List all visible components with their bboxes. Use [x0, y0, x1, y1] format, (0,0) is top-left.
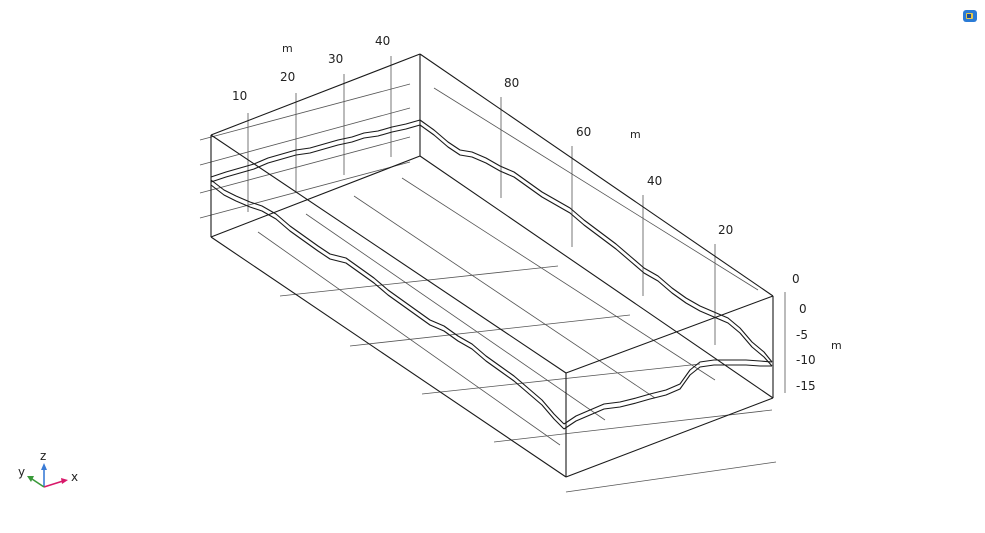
box-edge	[210, 134, 567, 374]
y-grid-lines	[257, 87, 759, 446]
box-edge	[210, 155, 421, 238]
triad-y-axis	[31, 478, 45, 488]
z-tick-label: -5	[796, 328, 808, 342]
x-axis-ticks: 10 20 30 40 m	[232, 34, 390, 103]
grid-line	[353, 195, 656, 399]
x-tick-label: 30	[328, 52, 343, 66]
grid-line	[349, 314, 631, 347]
grid-line	[421, 363, 701, 395]
domain-box	[210, 53, 774, 478]
grid-line	[199, 83, 411, 141]
y-axis-ticks: 80 60 40 20 m	[504, 76, 733, 237]
box-edge	[419, 155, 774, 399]
triad-y-arrowhead	[27, 476, 34, 482]
grid-line	[401, 177, 716, 381]
grid-line	[199, 161, 411, 219]
x-tick-label: 20	[280, 70, 295, 84]
profile-back-right-lower	[419, 124, 773, 367]
z-tick-label: -15	[796, 379, 816, 393]
box-edge	[210, 236, 567, 478]
y-tick-label: 40	[647, 174, 662, 188]
grid-line	[493, 409, 773, 443]
y-tick-label: 20	[718, 223, 733, 237]
axis-triad: z x y	[18, 449, 78, 488]
box-edge	[565, 295, 774, 374]
x-tick-label: 40	[375, 34, 390, 48]
box-edge	[419, 53, 774, 297]
triad-y-label: y	[18, 465, 25, 479]
triad-x-axis	[43, 480, 64, 488]
triad-z-arrowhead	[41, 463, 47, 470]
grid-line	[257, 231, 561, 446]
z-tick-label: -10	[796, 353, 816, 367]
x-grid-lines	[199, 83, 777, 493]
profile-front-left-upper	[210, 179, 565, 425]
z-unit-label: m	[831, 339, 842, 352]
y-tick-label: 80	[504, 76, 519, 90]
profile-back-left-lower	[210, 124, 421, 183]
profile-front-right-upper	[563, 359, 773, 425]
profile-back-right-upper	[419, 119, 773, 363]
camera-view-icon[interactable]	[962, 8, 978, 22]
grid-line	[565, 461, 777, 493]
box-edge	[210, 53, 421, 136]
grid-line	[279, 265, 559, 297]
triad-z-label: z	[40, 449, 46, 463]
grid-line	[305, 213, 606, 421]
tick-posts	[247, 56, 786, 393]
y-unit-label: m	[630, 128, 641, 141]
x-tick-label: 10	[232, 89, 247, 103]
grid-line	[199, 136, 411, 194]
profile-front-left-lower	[210, 184, 565, 430]
camera-view-icon-graphic	[963, 10, 977, 22]
box-edge	[565, 397, 774, 478]
z-axis-ticks: 0 0 -5 -10 -15 m	[792, 272, 842, 393]
x-unit-label: m	[282, 42, 293, 55]
profile-front-right-lower	[563, 364, 772, 430]
grid-line	[433, 87, 759, 291]
profile-curves	[210, 119, 773, 430]
triad-x-arrowhead	[61, 478, 68, 484]
triad-x-label: x	[71, 470, 78, 484]
z-side-tick-label: 0	[792, 272, 800, 286]
z-tick-label: 0	[799, 302, 807, 316]
grid-line	[199, 107, 411, 166]
profile-back-left-upper	[210, 119, 421, 178]
y-tick-label: 60	[576, 125, 591, 139]
